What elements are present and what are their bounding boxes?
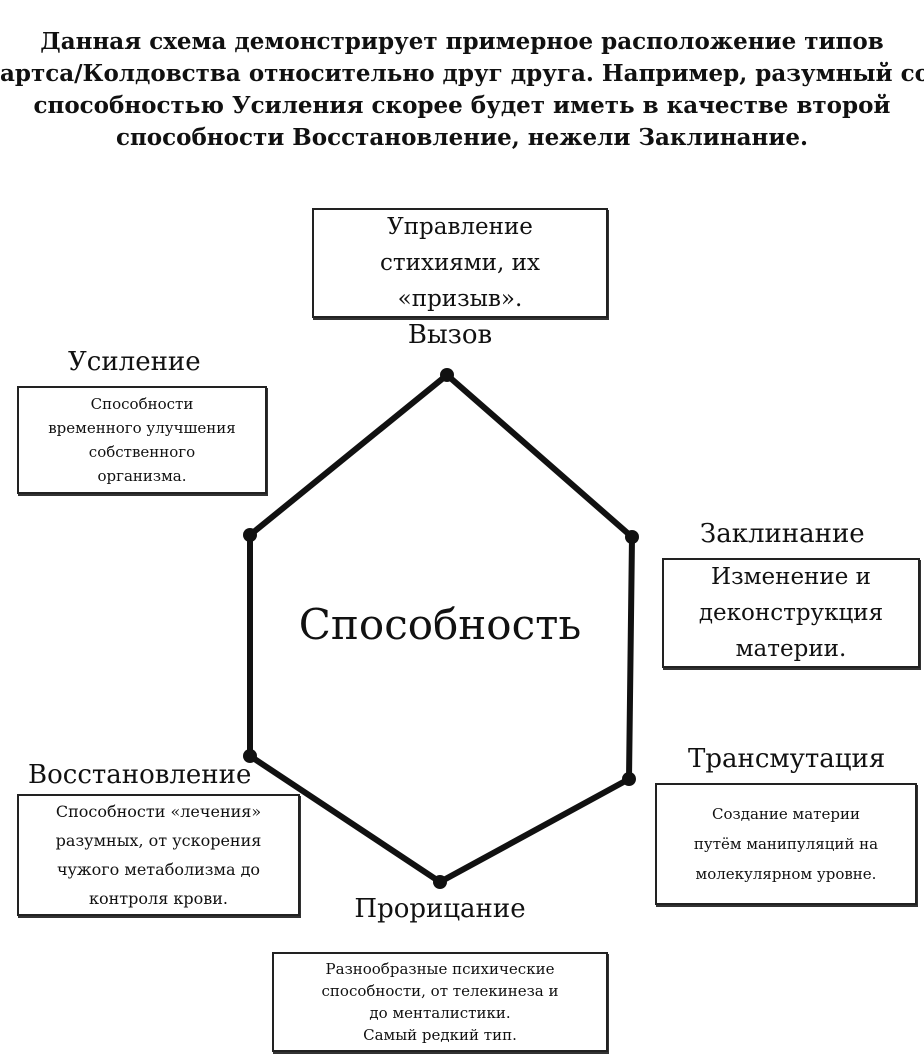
intro-line: Данная схема демонстрирует примерное рас… xyxy=(40,28,884,55)
divine-desc-box: Разнообразные психические способности, о… xyxy=(272,952,608,1052)
desc-line: до менталистики. xyxy=(369,1004,511,1022)
desc-line: Самый редкий тип. xyxy=(363,1026,517,1044)
vertex-restore xyxy=(243,749,257,763)
desc-line: Способности «лечения» xyxy=(55,802,262,821)
vertex-transmute xyxy=(622,772,636,786)
transmute-desc-box: Создание материи путём манипуляций на мо… xyxy=(655,783,917,905)
center-label: Способность xyxy=(298,600,582,649)
desc-line: стихиями, их xyxy=(380,250,540,276)
desc-line: деконструкция xyxy=(698,600,884,626)
desc-line: Создание материи xyxy=(712,805,860,823)
divine-label: Прорицание xyxy=(354,894,526,924)
incant-label: Заклинание xyxy=(700,519,865,549)
desc-line: способности, от телекинеза и xyxy=(321,982,559,1000)
restore-desc-box: Способности «лечения» разумных, от ускор… xyxy=(17,794,300,916)
intro-line: способностью Усиления скорее будет иметь… xyxy=(33,92,891,119)
summon-label: Вызов xyxy=(407,320,493,350)
desc-line: Управление xyxy=(387,214,533,240)
incant-desc-box: Изменение и деконструкция материи. xyxy=(662,558,920,668)
desc-line: материи. xyxy=(735,636,847,662)
desc-line: путём манипуляций на xyxy=(693,835,879,853)
desc-line: чужого метаболизма до xyxy=(56,860,261,879)
desc-line: «призыв». xyxy=(397,286,523,312)
vertex-summon xyxy=(440,368,454,382)
vertex-enhance xyxy=(243,528,257,542)
intro-text: Данная схема демонстрирует примерное рас… xyxy=(0,26,924,154)
desc-line: Способности xyxy=(90,395,194,413)
desc-line: Разнообразные психические xyxy=(325,960,555,978)
transmute-label: Трансмутация xyxy=(688,744,886,774)
enhance-label: Усиление xyxy=(68,347,201,377)
desc-line: Изменение и xyxy=(711,564,871,590)
intro-line: артса/Колдовства относительно друг друга… xyxy=(0,60,924,87)
vertex-incant xyxy=(625,530,639,544)
vertex-divine xyxy=(433,875,447,889)
summon-desc-box: Управление стихиями, их «призыв». xyxy=(312,208,608,318)
desc-line: временного улучшения xyxy=(48,419,236,437)
desc-line: разумных, от ускорения xyxy=(55,831,262,850)
intro-line: способности Восстановление, нежели Закли… xyxy=(115,124,809,151)
desc-line: молекулярном уровне. xyxy=(695,865,877,883)
enhance-desc-box: Способности временного улучшения собстве… xyxy=(17,386,267,494)
desc-line: контроля крови. xyxy=(89,889,228,908)
restore-label: Восстановление xyxy=(28,760,252,790)
desc-line: собственного xyxy=(88,443,196,461)
desc-line: организма. xyxy=(97,467,187,485)
